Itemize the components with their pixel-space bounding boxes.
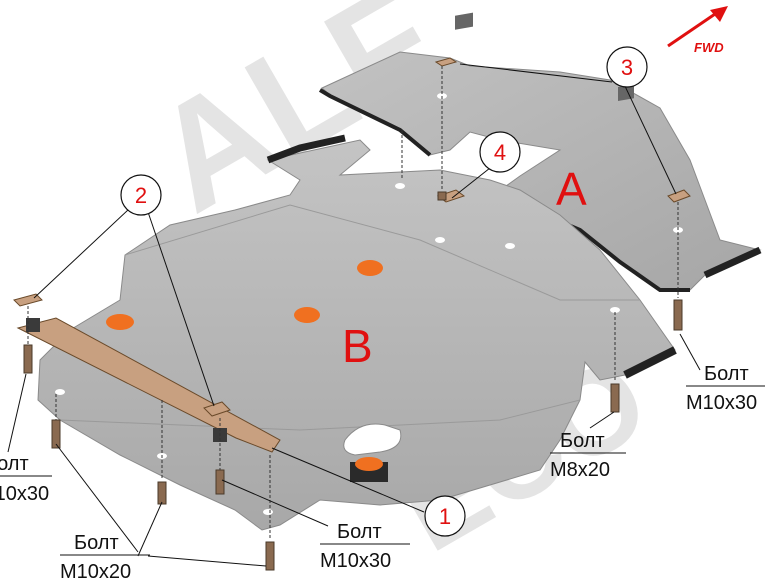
- plate-b-hole-2: [435, 237, 445, 243]
- leader-1: [271, 447, 425, 513]
- plate-b-hole-1: [395, 183, 405, 189]
- bolt-icon-6: [157, 481, 167, 505]
- leader-bolt-front-center: [221, 479, 329, 527]
- leader-bolt-front-left-a: [55, 443, 139, 553]
- bolt-label-front-center: Болт M10x30: [320, 521, 410, 572]
- plate-a-left-edge: [318, 88, 432, 157]
- leader-bolt-right-mid: [589, 411, 615, 429]
- forward-arrow-head-icon: [710, 6, 728, 22]
- bolt-label-left: Болт M10x30: [0, 453, 52, 505]
- bolt-label-right-line2: M10x30: [686, 392, 757, 414]
- bolt-icon-7: [215, 469, 225, 495]
- leader-bolt-left: [7, 373, 27, 453]
- bolt-label-front-left-line2: M10x20: [60, 561, 131, 583]
- leader-bolt-front-left-c: [147, 555, 267, 567]
- bolt-label-right-mid-line1: Болт: [560, 430, 605, 452]
- forward-arrow-line: [667, 10, 719, 48]
- bolt-icon-1: [437, 191, 447, 201]
- callout-2-circle: [120, 174, 162, 216]
- plate-b: B: [37, 134, 677, 531]
- callout-3: 3: [606, 46, 648, 88]
- bolt-icon-5: [51, 419, 61, 449]
- plate-a-right-flange: [703, 246, 762, 279]
- leader-2a: [33, 209, 129, 299]
- leader-2b: [147, 211, 215, 407]
- bolt-icon-8: [265, 541, 275, 571]
- plate-b-hole-5: [55, 389, 65, 395]
- callout-3-circle: [606, 46, 648, 88]
- leader-3b: [623, 83, 677, 195]
- plate-b-fold-line-2: [59, 399, 581, 431]
- bolt-guides: [27, 66, 679, 540]
- bolt-label-right-mid: Болт M8x20: [550, 430, 626, 481]
- plate-b-hole-4: [610, 307, 620, 313]
- leader-bolt-front-left-b: [137, 501, 163, 557]
- callout-1: 1: [424, 495, 466, 537]
- plate-b-hole-3: [505, 243, 515, 249]
- callout-4: 4: [479, 131, 521, 173]
- plate-a-bracket-2: [667, 189, 691, 203]
- callout-4-circle: [479, 131, 521, 173]
- bolt-icon-3: [610, 383, 620, 413]
- callout-2-number: 2: [135, 183, 147, 208]
- bolt-label-right: Болт M10x30: [686, 363, 765, 414]
- plate-b-right-flange: [623, 346, 677, 379]
- bracket-top-plate: [13, 293, 43, 307]
- bolt-label-left-line1: Болт: [0, 453, 29, 475]
- bolt-label-right-line1: Болт: [704, 363, 749, 385]
- bracket-small-plate: [203, 401, 231, 417]
- callout-1-number: 1: [439, 504, 451, 529]
- bolt-label-front-left-line1: Болт: [74, 532, 119, 554]
- forward-direction-indicator: FWD: [667, 6, 728, 55]
- plate-a-label: A: [556, 163, 587, 215]
- bracket-spacer-1: [26, 318, 40, 332]
- bracket-long-strip: [16, 317, 281, 453]
- bolt-label-front-center-line1: Болт: [337, 521, 382, 543]
- plate-b-oil-drain-opening: [343, 423, 402, 456]
- plate-b-pad-3: [106, 314, 134, 330]
- plate-a-vent-1: [455, 12, 473, 30]
- bolts: [23, 191, 683, 571]
- plate-b-label: B: [342, 320, 373, 372]
- leader-bolt-right: [679, 333, 701, 371]
- leader-4: [451, 167, 491, 199]
- callout-2: 2: [120, 174, 162, 216]
- bolt-label-left-line2: M10x30: [0, 483, 49, 505]
- bolt-icon-4: [23, 344, 33, 374]
- plate-b-fold-line-1: [124, 204, 640, 301]
- callout-4-number: 4: [494, 140, 506, 165]
- leader-3a: [459, 63, 613, 83]
- bolt-label-front-left: Болт M10x20: [60, 532, 150, 583]
- bolt-label-right-mid-line2: M8x20: [550, 459, 610, 481]
- plate-a-bracket-1: [434, 57, 458, 67]
- leader-lines: [7, 63, 701, 567]
- bolt-label-front-center-line2: M10x30: [320, 550, 391, 572]
- callout-1-circle: [424, 495, 466, 537]
- bolt-icon-2: [673, 299, 683, 331]
- plate-b-rear-flange: [266, 134, 346, 164]
- plate-b-pad-4: [355, 457, 383, 471]
- plate-b-pad-1: [357, 260, 383, 276]
- plate-b-pad-2: [294, 307, 320, 323]
- plate-b-hole-7: [263, 509, 273, 515]
- callout-3-number: 3: [621, 55, 633, 80]
- forward-label: FWD: [694, 40, 724, 55]
